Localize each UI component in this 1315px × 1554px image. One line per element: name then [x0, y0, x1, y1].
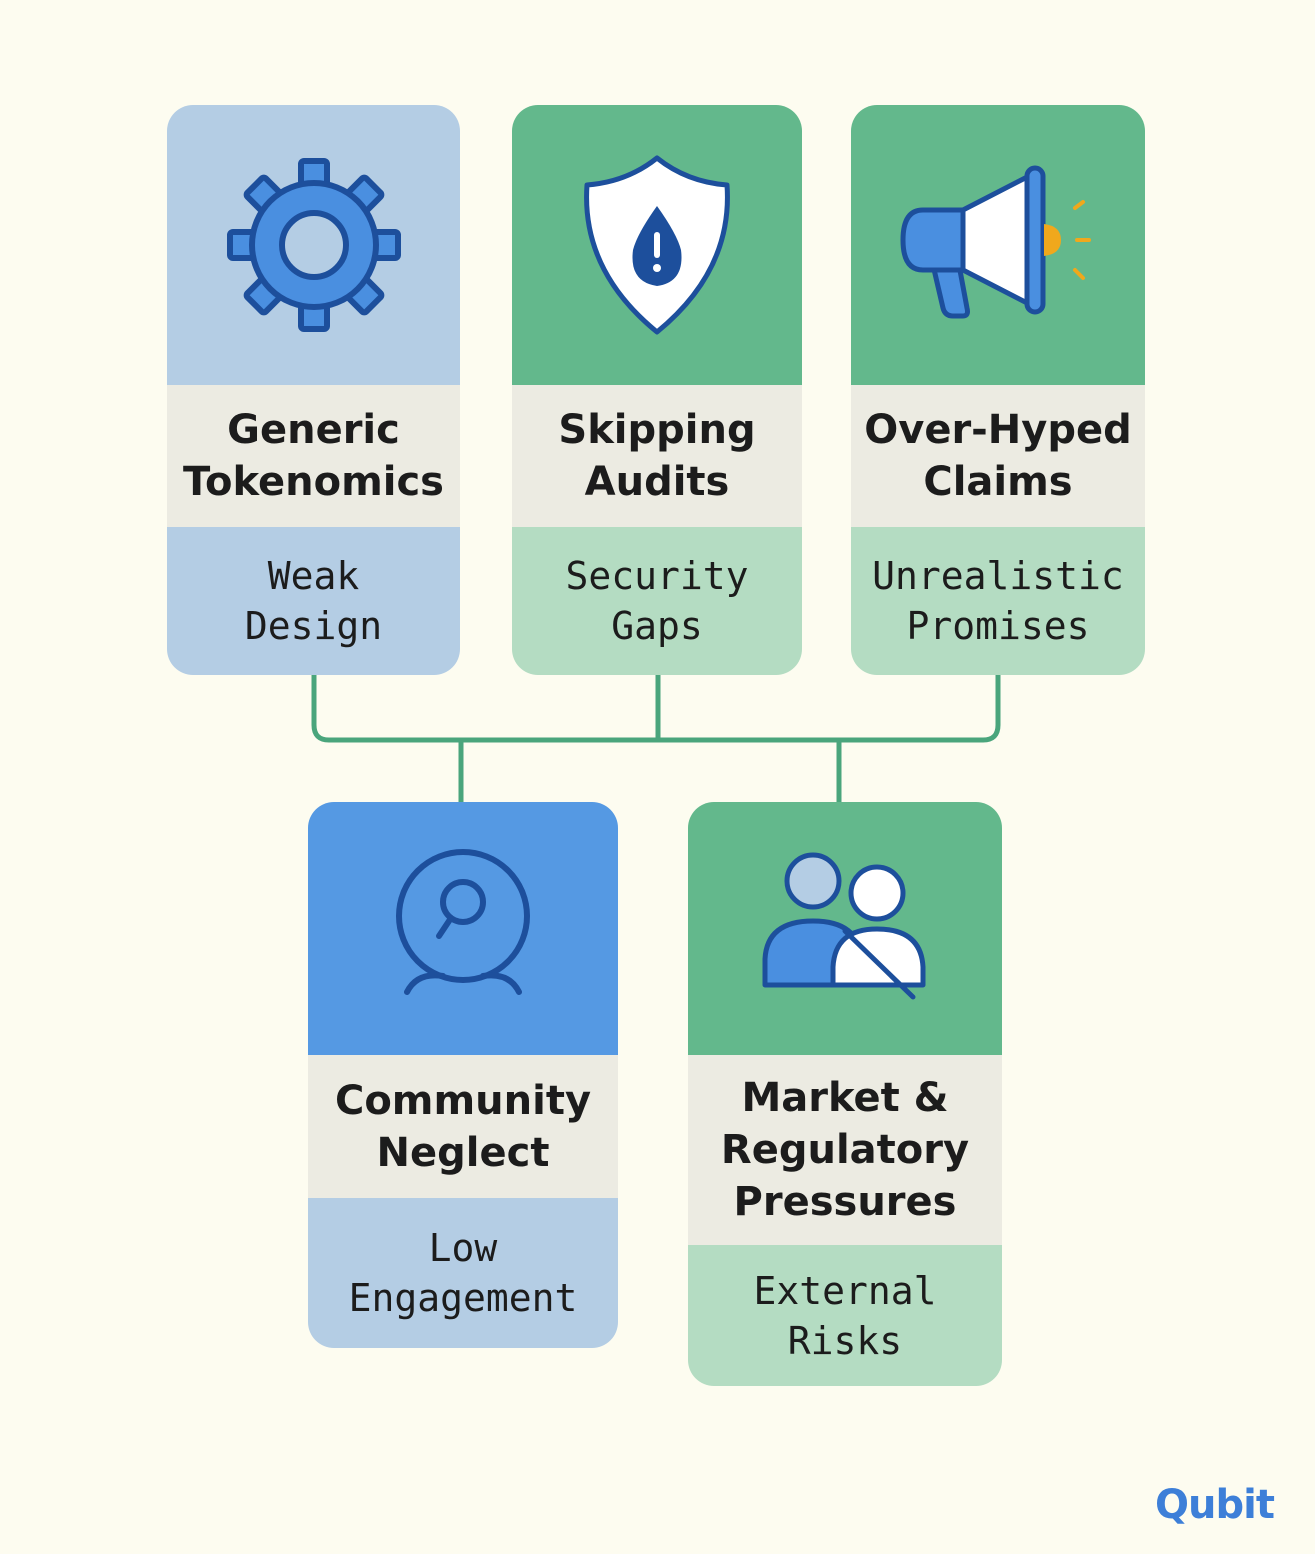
gear-icon [226, 158, 401, 332]
card-title-band: Generic Tokenomics [167, 385, 460, 527]
card-subtitle: Unrealistic Promises [872, 554, 1124, 648]
card-title: Market & Regulatory Pressures [720, 1075, 970, 1225]
card-icon-area [512, 105, 802, 385]
card-icon-area [308, 802, 618, 1055]
card-subtitle: External Risks [753, 1268, 937, 1363]
card-subtitle-band: Low Engagement [308, 1198, 618, 1348]
card-over-hyped-claims: Over-Hyped Claims Unrealistic Promises [851, 105, 1145, 675]
people-icon [762, 852, 926, 999]
card-icon-area [688, 802, 1002, 1055]
logo-text: Qubit [1155, 1482, 1275, 1528]
card-title: Generic Tokenomics [183, 407, 444, 505]
card-title: Over-Hyped Claims [864, 407, 1132, 505]
card-subtitle: Security Gaps [565, 554, 749, 648]
card-icon-area [167, 105, 460, 385]
megaphone-icon [900, 165, 1091, 319]
webcam-icon [396, 848, 530, 995]
shield-alert-icon [584, 155, 730, 335]
card-title: Community Neglect [334, 1077, 592, 1176]
card-title-band: Skipping Audits [512, 385, 802, 527]
card-subtitle-band: Security Gaps [512, 527, 802, 675]
card-subtitle-band: Weak Design [167, 527, 460, 675]
card-subtitle-band: External Risks [688, 1245, 1002, 1386]
card-community-neglect: Community Neglect Low Engagement [308, 802, 618, 1348]
card-subtitle: Weak Design [244, 554, 383, 648]
card-icon-area [851, 105, 1145, 385]
card-subtitle-band: Unrealistic Promises [851, 527, 1145, 675]
brand-logo: Qubit [1155, 1482, 1275, 1528]
card-title: Skipping Audits [558, 407, 756, 505]
card-title-band: Over-Hyped Claims [851, 385, 1145, 527]
card-title-band: Market & Regulatory Pressures [688, 1055, 1002, 1245]
card-skipping-audits: Skipping Audits Security Gaps [512, 105, 802, 675]
card-generic-tokenomics: Generic Tokenomics Weak Design [167, 105, 460, 675]
card-subtitle: Low Engagement [348, 1226, 578, 1320]
card-market-regulatory-pressures: Market & Regulatory Pressures External R… [688, 802, 1002, 1386]
card-title-band: Community Neglect [308, 1055, 618, 1198]
